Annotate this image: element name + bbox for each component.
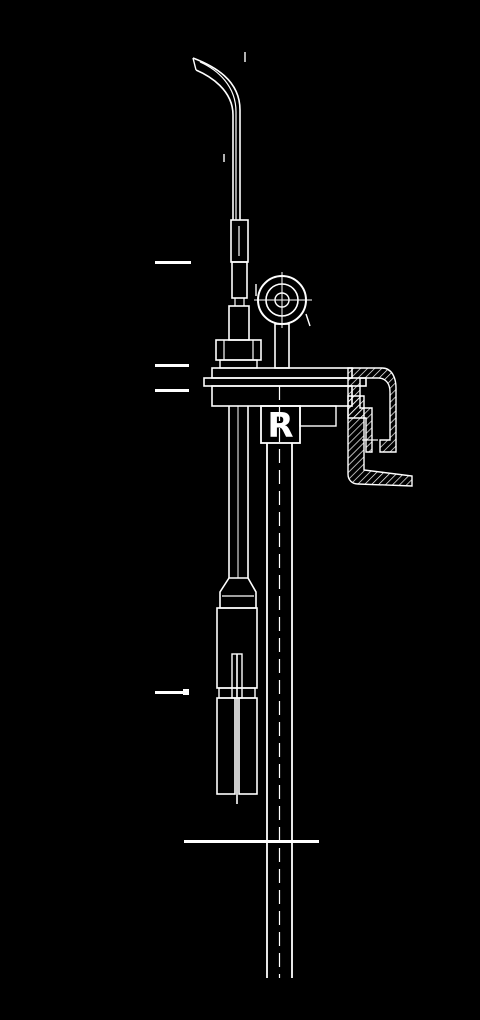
upper-sensor-segment [228,219,250,341]
cable-lower [228,406,249,578]
curved-tube-tip [192,52,246,220]
main-vertical-tube [266,386,293,978]
eye-bolt-ring [254,272,312,369]
mounting-flange [203,367,367,427]
marker-box: R [260,405,301,446]
bottom-reference-line [184,840,319,843]
gland-nut [215,339,262,369]
lower-sensor-body [216,577,258,804]
level-marks [155,261,191,695]
hatched-clamp-profile [340,367,413,487]
marker-label-r: R [267,406,293,446]
